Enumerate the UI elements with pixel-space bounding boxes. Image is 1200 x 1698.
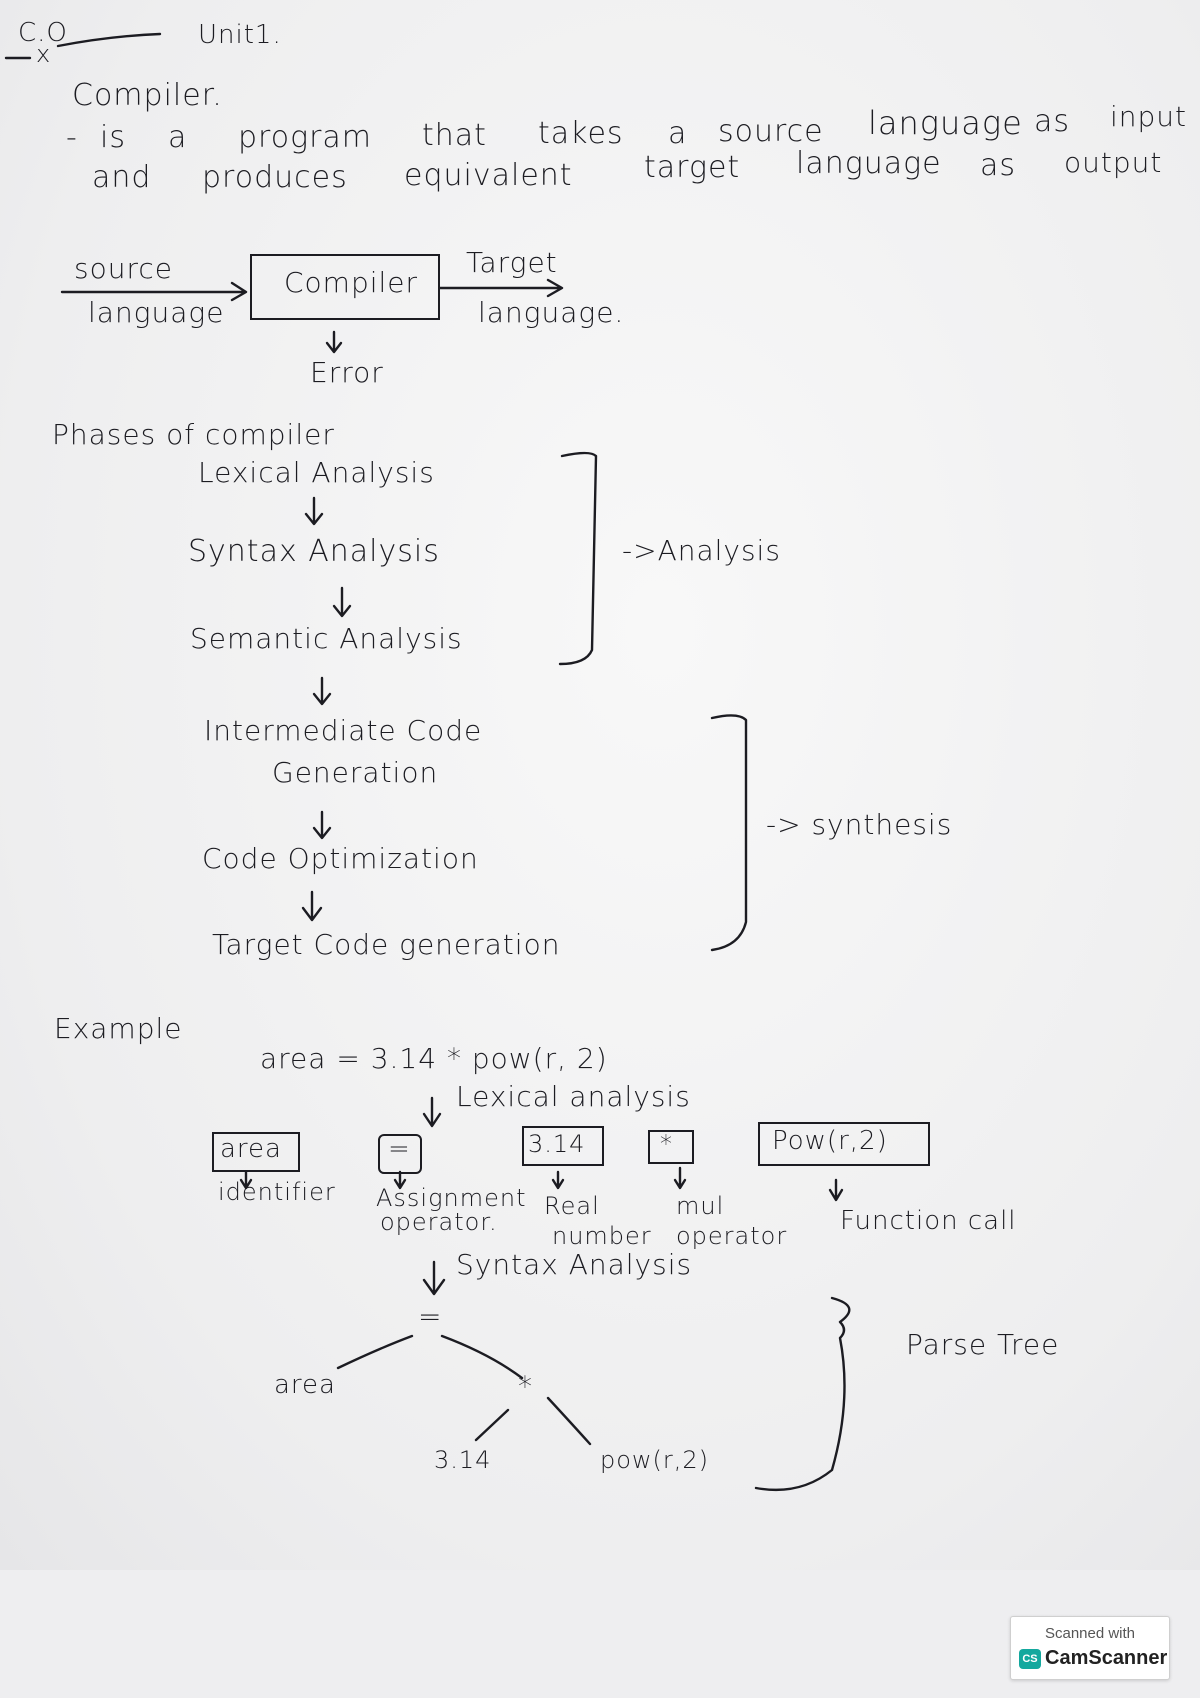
token-meaning-real-2: number: [552, 1222, 652, 1250]
unit-title: Unit1.: [198, 20, 282, 50]
definition-word: language: [868, 104, 1023, 142]
syntax-analysis-label: Syntax Analysis: [456, 1248, 693, 1281]
parse-tree-label: Parse Tree: [906, 1328, 1060, 1361]
definition-word: equivalent: [404, 158, 573, 193]
camscanner-watermark: Scanned with CS CamScanner: [1010, 1616, 1170, 1680]
tree-right-right: pow(r,2): [600, 1446, 710, 1474]
definition-word: language: [796, 146, 942, 181]
token-box-real: [522, 1126, 604, 1166]
token-meaning-mul: mul: [676, 1192, 725, 1220]
compiler-box-label: Compiler: [284, 266, 419, 299]
token-meaning-assign: Assignment: [376, 1184, 527, 1212]
target-language-label: language.: [478, 296, 625, 329]
notebook-paper: [0, 0, 1200, 1570]
example-heading: Example: [54, 1012, 183, 1045]
token-assign: =: [388, 1134, 411, 1164]
token-pow: Pow(r,2): [772, 1126, 888, 1156]
token-meaning-mul-2: operator: [676, 1222, 788, 1250]
token-area: area: [220, 1134, 282, 1164]
token-box-assign: [378, 1134, 422, 1174]
example-statement: area = 3.14 * pow(r, 2): [260, 1042, 608, 1075]
token-box-pow: [758, 1122, 930, 1166]
tree-root: =: [418, 1300, 443, 1333]
definition-word: that: [422, 118, 487, 153]
definition-word: takes: [538, 116, 624, 151]
token-meaning-area: identifier: [218, 1178, 336, 1206]
phase-optimization: Code Optimization: [202, 842, 479, 875]
error-label: Error: [310, 356, 384, 389]
compiler-box: [250, 254, 440, 320]
token-box-mul: [648, 1130, 694, 1164]
camscanner-logo-icon: CS: [1019, 1649, 1041, 1669]
course-mark: x: [36, 40, 52, 68]
phase-lexical: Lexical Analysis: [198, 456, 435, 489]
tree-left: area: [274, 1370, 336, 1400]
source-language-label: language: [88, 296, 225, 329]
target-label: Target: [466, 246, 558, 279]
analysis-label: ->Analysis: [622, 534, 781, 567]
phase-syntax: Syntax Analysis: [188, 534, 440, 569]
phases-heading: Phases of compiler: [52, 418, 335, 451]
source-label: source: [74, 252, 173, 285]
course-code: C.O: [18, 18, 68, 48]
definition-word: and: [92, 160, 152, 195]
lexical-analysis-label: Lexical analysis: [456, 1080, 691, 1113]
token-box-area: [212, 1132, 300, 1172]
tree-right: *: [518, 1370, 533, 1403]
phase-intermediate: Intermediate Code: [204, 714, 483, 747]
token-real: 3.14: [528, 1130, 586, 1158]
token-mul: *: [660, 1130, 673, 1158]
synthesis-label: -> synthesis: [766, 808, 953, 841]
definition-word: input: [1110, 100, 1188, 133]
definition-word: output: [1064, 146, 1163, 179]
watermark-brand: CamScanner: [1045, 1647, 1168, 1669]
definition-word: as: [1034, 104, 1071, 139]
definition-word: produces: [202, 160, 348, 195]
phase-target: Target Code generation: [212, 928, 561, 961]
definition-word: source: [718, 114, 824, 149]
phase-intermediate-2: Generation: [272, 756, 439, 789]
phase-semantic: Semantic Analysis: [190, 622, 463, 655]
definition-word: a: [668, 116, 688, 151]
tree-right-left: 3.14: [434, 1446, 492, 1474]
definition-word: a: [168, 120, 188, 155]
definition-word: program: [238, 120, 373, 155]
watermark-caption: Scanned with: [1044, 1625, 1136, 1642]
definition-bullet: -: [66, 120, 78, 155]
definition-word: target: [644, 150, 741, 185]
token-meaning-real: Real: [544, 1192, 600, 1220]
token-meaning-pow: Function call: [840, 1206, 1017, 1236]
definition-word: as: [980, 148, 1017, 183]
definition-word: is: [100, 120, 126, 155]
token-meaning-assign-2: operator.: [380, 1208, 498, 1236]
definition-heading: Compiler.: [72, 78, 223, 113]
